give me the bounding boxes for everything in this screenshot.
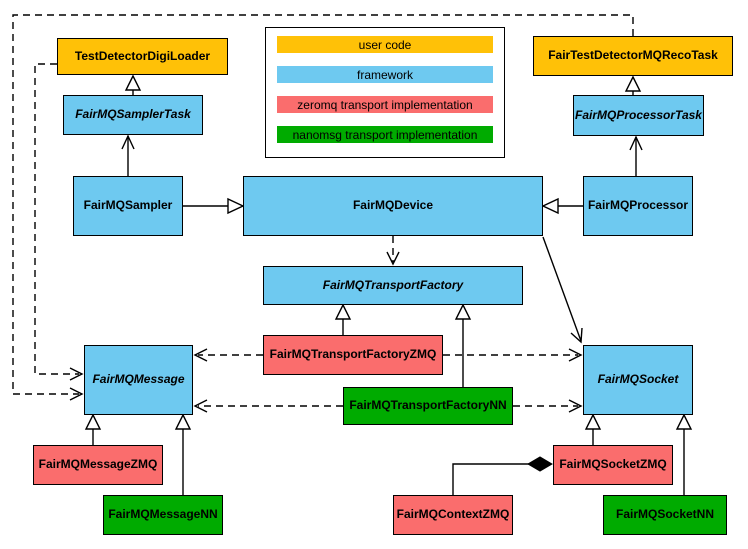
node-fairmq-transport-factory: FairMQTransportFactory [263, 266, 523, 305]
legend-item-zeromq: zeromq transport implementation [277, 96, 493, 113]
node-fair-test-detector-mq-reco-task: FairTestDetectorMQRecoTask [533, 36, 733, 76]
edge-sampler-to-samplertask [121, 134, 135, 176]
node-fairmq-processor-task: FairMQProcessorTask [573, 95, 704, 136]
node-fairmq-socket-nn: FairMQSocketNN [603, 495, 727, 535]
legend-item-user-code: user code [277, 36, 493, 53]
legend-item-nanomsg: nanomsg transport implementation [277, 126, 493, 143]
edge-tfzmq-to-transportfactory [334, 303, 352, 335]
node-fairmq-message-nn: FairMQMessageNN [103, 495, 223, 535]
node-test-detector-digi-loader: TestDetectorDigiLoader [57, 38, 228, 75]
node-fairmq-message-zmq: FairMQMessageZMQ [33, 445, 163, 485]
edge-socketzmq-to-socket [584, 413, 602, 445]
node-fairmq-transport-factory-zmq: FairMQTransportFactoryZMQ [263, 335, 443, 375]
node-fairmq-sampler-task: FairMQSamplerTask [63, 95, 203, 135]
node-fairmq-processor: FairMQProcessor [583, 176, 693, 236]
node-fairmq-device: FairMQDevice [243, 176, 543, 236]
node-fairmq-context-zmq: FairMQContextZMQ [393, 495, 513, 535]
edge-processortask-to-recotask [624, 75, 642, 95]
node-fairmq-sampler: FairMQSampler [73, 176, 183, 236]
edge-device-to-transportfactory [386, 236, 400, 266]
edge-tfzmq-to-message [193, 348, 263, 362]
edge-samplertask-to-digiloader [124, 74, 142, 95]
edge-tfnn-to-message [193, 399, 343, 413]
edge-messagenn-to-message [174, 413, 192, 495]
node-fairmq-message: FairMQMessage [84, 345, 193, 415]
edge-digiloader-to-message [34, 63, 84, 381]
node-fairmq-transport-factory-nn: FairMQTransportFactoryNN [343, 387, 513, 425]
edge-tfnn-to-socket [513, 399, 583, 413]
edge-processor-to-device [541, 197, 583, 215]
edge-contextzmq-to-socketzmq [452, 456, 553, 495]
node-fairmq-socket-zmq: FairMQSocketZMQ [553, 445, 673, 485]
edge-socketnn-to-socket [675, 413, 693, 495]
legend-item-framework: framework [277, 66, 493, 83]
edge-tfzmq-to-socket [443, 348, 583, 362]
edge-sampler-to-device [183, 197, 245, 215]
edge-processor-to-processortask [629, 135, 643, 176]
edge-tfnn-to-transportfactory [454, 303, 472, 387]
edge-device-to-socket [542, 236, 583, 344]
edge-messagezmq-to-message [84, 413, 102, 445]
edge-recotask-to-message [12, 14, 634, 401]
legend: user code framework zeromq transport imp… [265, 27, 505, 158]
node-fairmq-socket: FairMQSocket [583, 345, 693, 415]
